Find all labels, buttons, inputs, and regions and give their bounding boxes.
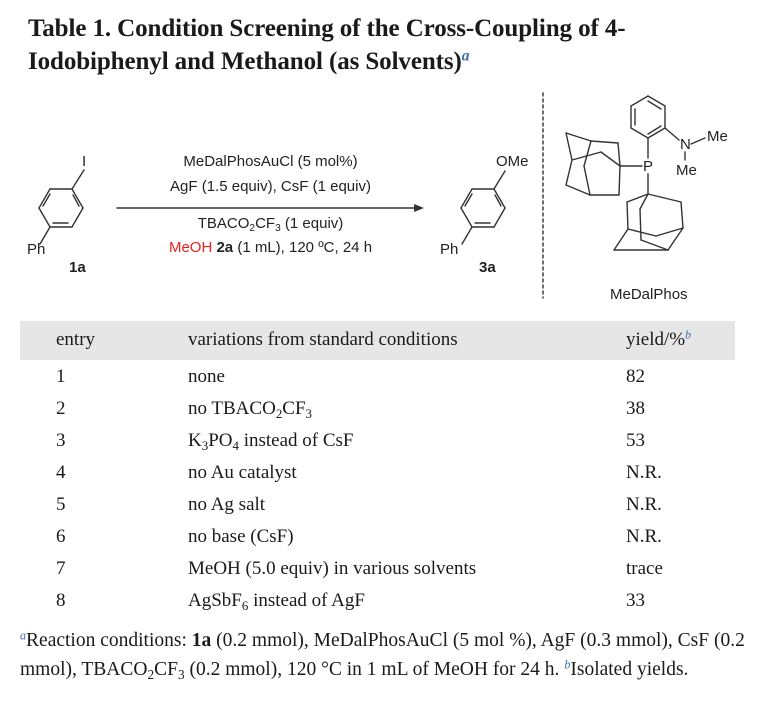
ligand-methyl-2-label: Me	[676, 162, 697, 179]
row-yield: 33	[626, 590, 645, 611]
reactant-ph-label: Ph	[27, 241, 46, 258]
row-entry: 4	[56, 462, 66, 483]
table-row: 8 AgSbF6 instead of AgF 33	[0, 586, 768, 618]
product-compound-label: 3a	[479, 259, 496, 276]
row-variation: no TBACO2CF3	[188, 394, 312, 424]
title-line-2: Iodobiphenyl and Methanol (as Solvents)a	[28, 45, 748, 78]
header-yield: yield/%b	[626, 325, 691, 355]
variation-subscript: 4	[232, 437, 239, 453]
product-ring	[460, 170, 506, 245]
footnote-mark-a[interactable]: a	[461, 47, 470, 65]
reactant-compound-label: 1a	[69, 259, 86, 276]
variation-subscript: 3	[305, 405, 312, 421]
row-variation: AgSbF6 instead of AgF	[188, 586, 365, 616]
variation-part: no TBACO	[188, 398, 276, 419]
variation-part: AgSbF	[188, 590, 242, 611]
footnote-a-compound: 1a	[191, 630, 212, 651]
table-header-band	[20, 321, 735, 360]
row-entry: 8	[56, 590, 66, 611]
variation-part: CF	[282, 398, 306, 419]
ligand-methyl-1-label: Me	[707, 128, 728, 145]
table-footnotes: aReaction conditions: 1a (0.2 mmol), MeD…	[20, 626, 760, 684]
footnote-a-text: Reaction conditions:	[26, 630, 192, 651]
row-yield: N.R.	[626, 526, 662, 547]
variation-subscript: 6	[241, 597, 249, 613]
product-ome-label: OMe	[496, 153, 529, 170]
table-row: 5 no Ag salt N.R.	[0, 490, 768, 522]
title-line-2-text: Iodobiphenyl and Methanol (as Solvents)	[28, 48, 462, 75]
row-entry: 7	[56, 558, 66, 579]
condition-3-sub2: 3	[275, 223, 281, 235]
footnote-b-mark: b	[564, 657, 571, 672]
row-variation: K3PO4 instead of CsF	[188, 426, 353, 456]
title-line-1: Table 1. Condition Screening of the Cros…	[28, 15, 626, 42]
row-yield: trace	[626, 558, 663, 579]
footnote-subscript: 2	[147, 666, 155, 682]
row-entry: 1	[56, 366, 66, 387]
variation-part: instead of AgF	[248, 590, 365, 611]
table-row: 4 no Au catalyst N.R.	[0, 458, 768, 490]
table-row: 2 no TBACO2CF3 38	[0, 394, 768, 426]
condition-line-2: AgF (1.5 equiv), CsF (1 equiv)	[170, 178, 371, 195]
footnote-a-text: CF	[154, 659, 178, 680]
table-row: 6 no base (CsF) N.R.	[0, 522, 768, 554]
row-entry: 3	[56, 430, 66, 451]
row-entry: 5	[56, 494, 66, 515]
condition-line-1: MeDalPhosAuCl (5 mol%)	[183, 153, 358, 170]
row-yield: 82	[626, 366, 645, 387]
row-variation: no Ag salt	[188, 494, 266, 515]
header-entry: entry	[56, 329, 96, 350]
condition-3-a: TBACO	[197, 215, 250, 232]
condition-line-4: MeOH 2a (1 mL), 120 ºC, 24 h	[117, 239, 424, 256]
table-row: 3 K3PO4 instead of CsF 53	[0, 426, 768, 458]
condition-3-c: (1 equiv)	[280, 215, 344, 232]
row-yield: N.R.	[626, 494, 662, 515]
reactant-iodo-label: I	[82, 153, 87, 170]
row-yield: N.R.	[626, 462, 662, 483]
footnote-b-text: Isolated yields.	[570, 659, 689, 680]
reaction-scheme: I Ph 1a MeDalPhosAuCl (5 mol%) AgF (1.5 …	[0, 88, 768, 310]
reactant-ring	[38, 169, 85, 245]
methanol-highlight: MeOH	[168, 239, 213, 256]
ligand-nitrogen-label: N	[680, 136, 691, 153]
scheme-drawing	[0, 88, 768, 310]
table-row: 1 none 82	[0, 362, 768, 394]
row-entry: 6	[56, 526, 66, 547]
condition-3-b: CF	[255, 215, 276, 232]
ligand-name-label: MeDalPhos	[610, 286, 688, 303]
footnote-a-text: (0.2 mmol), MeDalPhosAuCl (5 mol %), AgF…	[20, 630, 745, 680]
ligand-phosphorus-label: P	[643, 158, 654, 175]
table-title: Table 1. Condition Screening of the Cros…	[28, 12, 748, 78]
footnote-a-text: (0.2 mmol), 120 °C in 1 mL of MeOH for 2…	[184, 659, 565, 680]
header-variations: variations from standard conditions	[188, 329, 458, 350]
variation-part: PO	[208, 430, 233, 451]
condition-3-sub1: 2	[249, 223, 256, 235]
variation-subscript: 3	[201, 437, 209, 453]
product-ph-label: Ph	[440, 241, 459, 258]
row-yield: 53	[626, 430, 645, 451]
variation-part: instead of CsF	[238, 430, 354, 451]
footnote-subscript: 3	[177, 666, 185, 682]
row-variation: no Au catalyst	[188, 462, 297, 483]
condition-line-3: TBACO2CF3 (1 equiv)	[117, 215, 424, 235]
variation-part: K	[188, 430, 202, 451]
table-row: 7 MeOH (5.0 equiv) in various solvents t…	[0, 554, 768, 586]
variation-subscript: 2	[275, 405, 283, 421]
ligand-aryl-ring	[630, 95, 680, 159]
row-variation: MeOH (5.0 equiv) in various solvents	[188, 558, 477, 579]
row-entry: 2	[56, 398, 66, 419]
methanol-compound-label: 2a	[216, 239, 234, 256]
ligand-adamantyl-bottom	[613, 193, 684, 251]
footnote-mark-b[interactable]: b	[685, 328, 691, 342]
condition-4-rest: (1 mL), 120 ºC, 24 h	[233, 239, 373, 256]
header-yield-text: yield/%	[626, 329, 686, 350]
row-variation: none	[188, 366, 225, 387]
row-variation: no base (CsF)	[188, 526, 294, 547]
row-yield: 38	[626, 398, 645, 419]
footnote-a-mark: a	[20, 628, 27, 643]
ligand-adamantyl-left	[565, 132, 621, 196]
